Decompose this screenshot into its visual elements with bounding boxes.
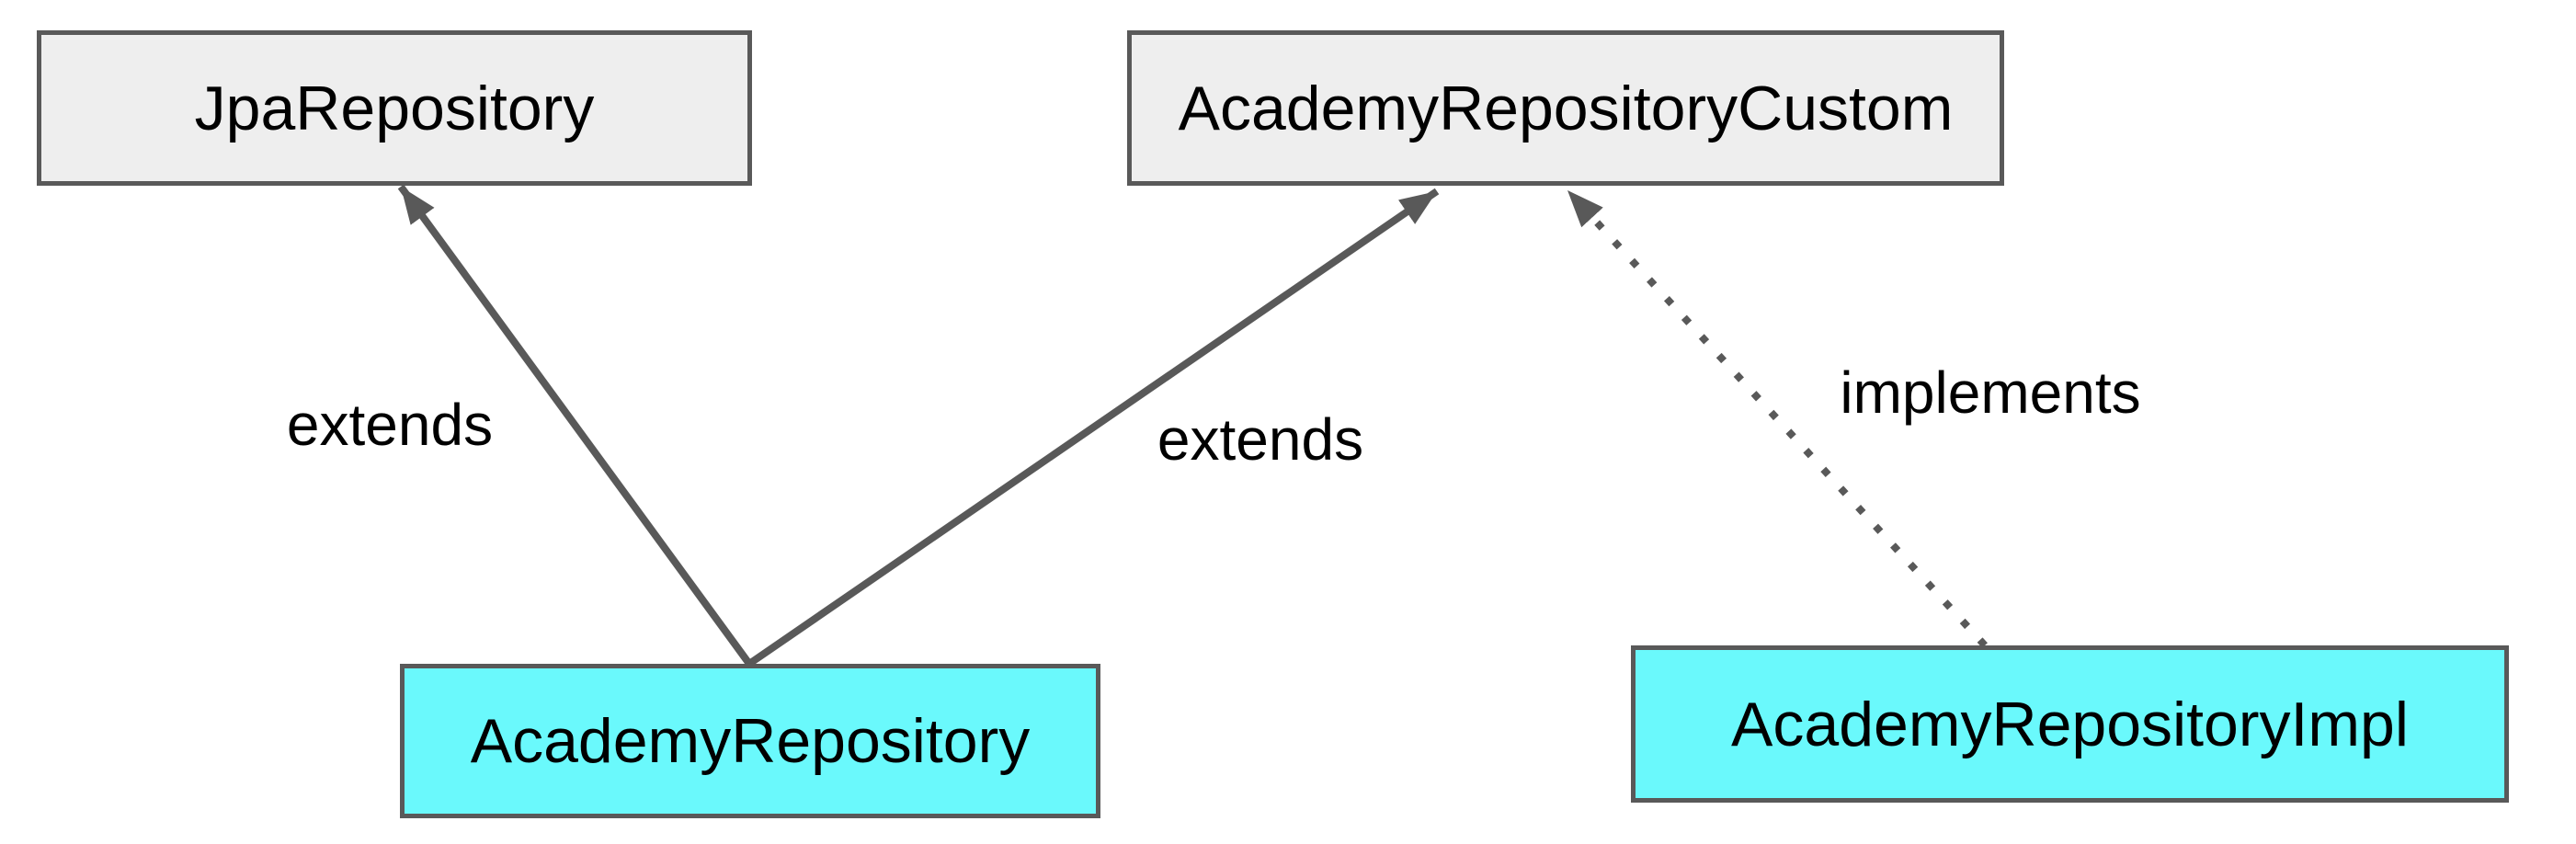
node-label: JpaRepository — [194, 73, 595, 143]
node-label: AcademyRepository — [470, 706, 1031, 776]
edge-extends-jpa — [397, 184, 753, 667]
node-label: AcademyRepositoryCustom — [1178, 73, 1954, 143]
edge-extends-custom — [747, 188, 1440, 667]
edge-label-implements: implements — [1840, 359, 2141, 426]
edge-label-extends-left: extends — [286, 392, 494, 458]
node-jpa-repository: JpaRepository — [37, 30, 752, 186]
node-academy-repository-custom: AcademyRepositoryCustom — [1127, 30, 2004, 186]
node-label: AcademyRepositoryImpl — [1731, 689, 2409, 759]
edge-label-extends-right: extends — [1157, 406, 1364, 473]
node-academy-repository-impl: AcademyRepositoryImpl — [1631, 645, 2509, 803]
node-academy-repository: AcademyRepository — [400, 664, 1100, 818]
